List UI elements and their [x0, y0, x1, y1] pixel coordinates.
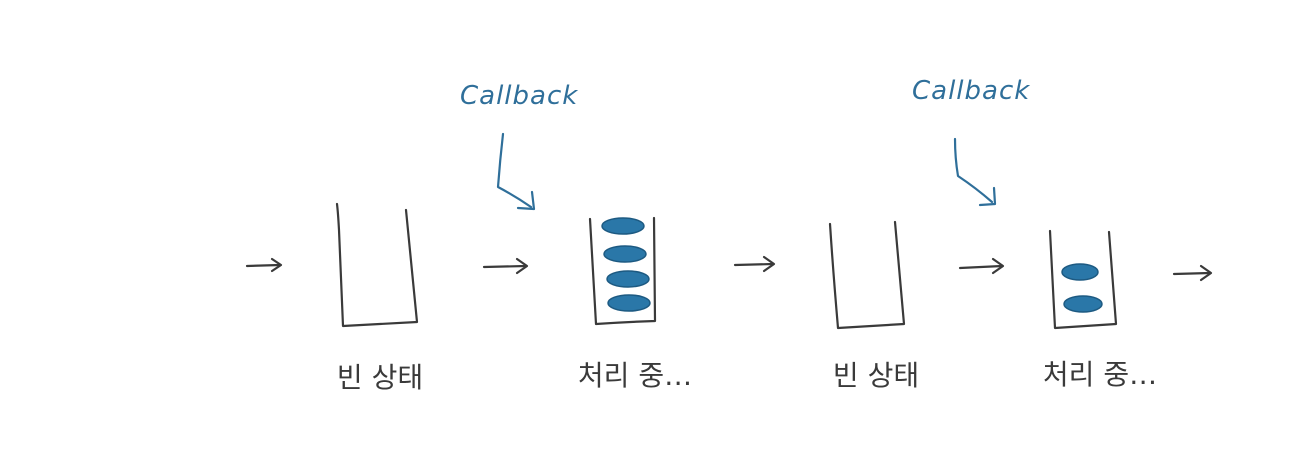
state-label-2: 처리 중…	[578, 359, 692, 392]
queue-item	[1061, 263, 1099, 281]
flow-arrow-3	[733, 255, 776, 273]
queue-items-2	[601, 217, 651, 312]
callback-arrow-2	[953, 137, 997, 207]
queue-container-3	[828, 220, 906, 330]
callback-label-1: Callback	[460, 81, 578, 111]
state-label-4: 처리 중…	[1043, 358, 1157, 391]
callback-arrow-1	[496, 132, 536, 211]
queue-items-4	[1061, 263, 1103, 313]
callback-label-2: Callback	[912, 76, 1030, 106]
queue-item	[603, 245, 647, 263]
state-label-1: 빈 상태	[337, 361, 423, 394]
flow-arrow-5	[1172, 264, 1213, 282]
flow-arrow-2	[482, 257, 529, 275]
queue-container-1	[335, 202, 419, 328]
flow-arrow-4	[958, 257, 1005, 275]
queue-container-4	[1048, 229, 1118, 330]
queue-container-2	[588, 216, 657, 326]
queue-item	[607, 294, 651, 312]
state-label-3: 빈 상태	[833, 359, 919, 392]
queue-item	[1063, 295, 1103, 313]
queue-item	[601, 217, 645, 235]
queue-item	[606, 270, 650, 288]
flow-arrow-1	[245, 257, 283, 273]
